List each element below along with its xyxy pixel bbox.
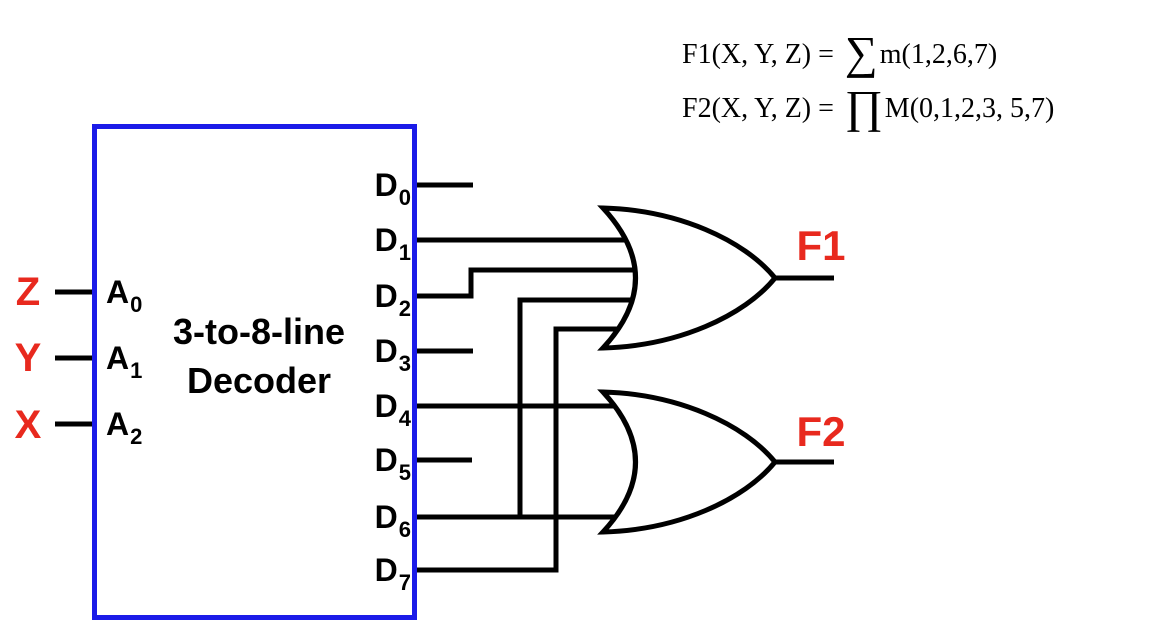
pin-d0-base: D [374, 167, 398, 203]
pin-a2-base: A [106, 406, 130, 442]
pin-d2-base: D [374, 278, 398, 314]
input-label-x: X [14, 403, 42, 447]
pin-a0: A0 [106, 274, 142, 317]
pin-d3: D3 [341, 333, 411, 376]
wire-d7-to-or1 [414, 326, 650, 573]
input-label-y: Y [14, 336, 42, 380]
or-gate-f2 [597, 389, 779, 535]
pin-d2: D2 [341, 278, 411, 321]
equation-f2-rhs: M(0,1,2,3, 5,7) [884, 93, 1055, 124]
pin-d1: D1 [341, 222, 411, 265]
pin-a0-sub: 0 [130, 292, 143, 317]
pin-d5: D5 [341, 442, 411, 485]
pi-operator: ∏ [844, 81, 883, 132]
pin-d7-sub: 7 [398, 570, 411, 595]
pin-d7: D7 [341, 552, 411, 595]
decoder-title-line1: 3-to-8-line [172, 311, 345, 352]
equation-f2: F2(X, Y, Z) = ∏M(0,1,2,3, 5,7) [682, 80, 1054, 133]
pin-d0-sub: 0 [398, 185, 411, 210]
output-label-f1: F1 [796, 222, 846, 269]
equation-f1-rhs: m(1,2,6,7) [879, 39, 998, 70]
pin-d5-sub: 5 [398, 460, 411, 485]
equation-f1: F1(X, Y, Z) = ∑m(1,2,6,7) [682, 26, 997, 79]
decoder-title-line2: Decoder [186, 360, 332, 401]
pin-d6-sub: 6 [398, 517, 411, 542]
pin-d1-base: D [374, 222, 398, 258]
pin-a1-base: A [106, 340, 130, 376]
pin-d6: D6 [341, 499, 411, 542]
pin-a0-base: A [106, 274, 130, 310]
output-label-f2: F2 [796, 408, 846, 455]
input-label-z: Z [15, 270, 41, 314]
pin-d4: D4 [341, 388, 411, 431]
wire-d6-branch-to-or1 [517, 297, 650, 517]
wire-d2-to-or1 [414, 267, 650, 299]
pin-a1: A1 [106, 340, 142, 383]
pin-d0: D0 [341, 167, 411, 210]
pin-d4-sub: 4 [398, 406, 411, 431]
pin-a1-sub: 1 [130, 358, 143, 383]
equation-f1-lhs: F1(X, Y, Z) = [682, 39, 841, 70]
equation-f2-lhs: F2(X, Y, Z) = [682, 93, 841, 124]
pin-d2-sub: 2 [398, 296, 411, 321]
pin-d1-sub: 1 [398, 240, 411, 265]
pin-d4-base: D [374, 388, 398, 424]
pin-d6-base: D [374, 499, 398, 535]
pin-d7-base: D [374, 552, 398, 588]
pin-a2-sub: 2 [130, 424, 143, 449]
pin-d3-sub: 3 [398, 351, 411, 376]
pin-d5-base: D [374, 442, 398, 478]
sigma-operator: ∑ [844, 27, 878, 78]
or-gate-f1 [597, 205, 779, 351]
decoder-box [92, 124, 417, 620]
pin-a2: A2 [106, 406, 142, 449]
pin-d3-base: D [374, 333, 398, 369]
